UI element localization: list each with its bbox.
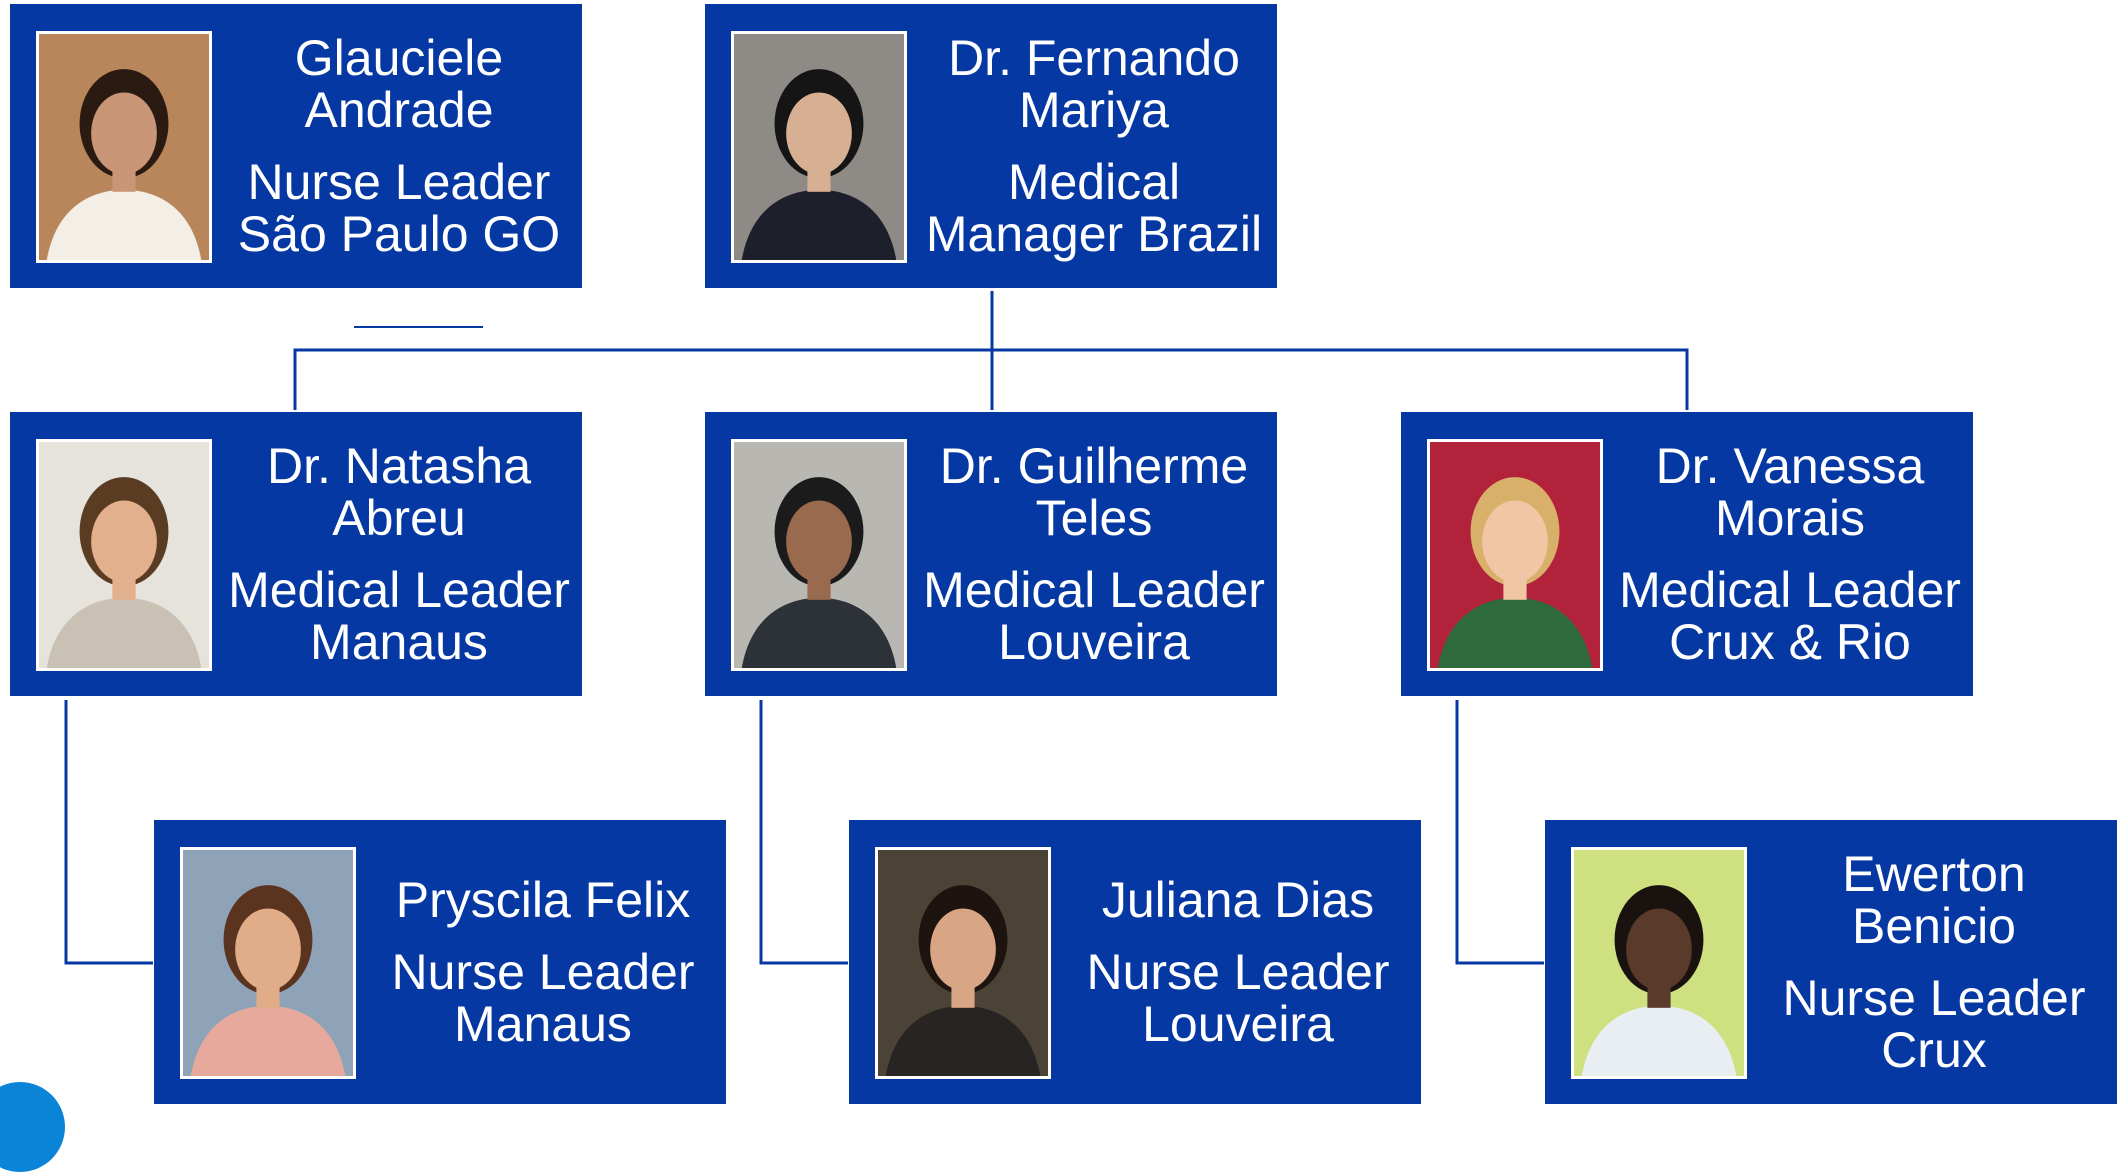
photo-fernando-mariya xyxy=(731,31,907,263)
connector-guilherme-to-juliana xyxy=(759,700,848,965)
person-role: Medical Manager Brazil xyxy=(925,154,1263,262)
portrait-silhouette xyxy=(46,477,202,668)
portrait-silhouette xyxy=(885,885,1041,1076)
person-role: Medical Leader Crux & Rio xyxy=(1619,562,1961,670)
photo-glauciele-andrade xyxy=(36,31,212,263)
card-fernando-mariya: Dr. Fernando Mariya Medical Manager Braz… xyxy=(705,4,1277,288)
person-name: Juliana Dias xyxy=(1101,872,1375,928)
person-role: Nurse Leader Crux xyxy=(1782,970,2086,1078)
photo-natasha-abreu xyxy=(36,439,212,671)
portrait-silhouette xyxy=(741,477,897,668)
card-glauciele-andrade: Glauciele Andrade Nurse Leader São Paulo… xyxy=(10,4,582,288)
card-natasha-abreu: Dr. Natasha Abreu Medical Leader Manaus xyxy=(10,412,582,696)
photo-guilherme-teles xyxy=(731,439,907,671)
person-name: Dr. Vanessa Morais xyxy=(1655,438,1925,546)
person-name: Dr. Natasha Abreu xyxy=(266,438,531,546)
portrait-silhouette xyxy=(1437,477,1593,668)
person-name: Pryscila Felix xyxy=(395,872,691,928)
connector-natasha-to-pryscila xyxy=(64,700,153,965)
portrait-silhouette xyxy=(190,885,346,1076)
photo-ewerton-benicio xyxy=(1571,847,1747,1079)
person-name: Ewerton Benicio xyxy=(1842,846,2026,954)
photo-vanessa-morais xyxy=(1427,439,1603,671)
person-role: Nurse Leader Manaus xyxy=(391,944,695,1052)
card-juliana-dias: Juliana Dias Nurse Leader Louveira xyxy=(849,820,1421,1104)
card-pryscila-felix: Pryscila Felix Nurse Leader Manaus xyxy=(154,820,726,1104)
card-vanessa-morais: Dr. Vanessa Morais Medical Leader Crux &… xyxy=(1401,412,1973,696)
person-name: Dr. Fernando Mariya xyxy=(948,30,1240,138)
person-role: Nurse Leader São Paulo GO xyxy=(237,154,561,262)
person-name: Dr. Guilherme Teles xyxy=(939,438,1249,546)
card-ewerton-benicio: Ewerton Benicio Nurse Leader Crux xyxy=(1545,820,2117,1104)
connector-vanessa-to-ewerton xyxy=(1455,700,1544,965)
portrait-silhouette xyxy=(46,69,202,260)
org-connectors xyxy=(64,291,1689,965)
person-role: Medical Leader Manaus xyxy=(228,562,570,670)
photo-juliana-dias xyxy=(875,847,1051,1079)
connector-fernando-to-leaders xyxy=(293,291,1689,410)
portrait-silhouette xyxy=(1581,885,1737,1076)
portrait-silhouette xyxy=(741,69,897,260)
person-role: Nurse Leader Louveira xyxy=(1086,944,1390,1052)
photo-pryscila-felix xyxy=(180,847,356,1079)
person-role: Medical Leader Louveira xyxy=(923,562,1265,670)
person-name: Glauciele Andrade xyxy=(294,30,504,138)
card-guilherme-teles: Dr. Guilherme Teles Medical Leader Louve… xyxy=(705,412,1277,696)
